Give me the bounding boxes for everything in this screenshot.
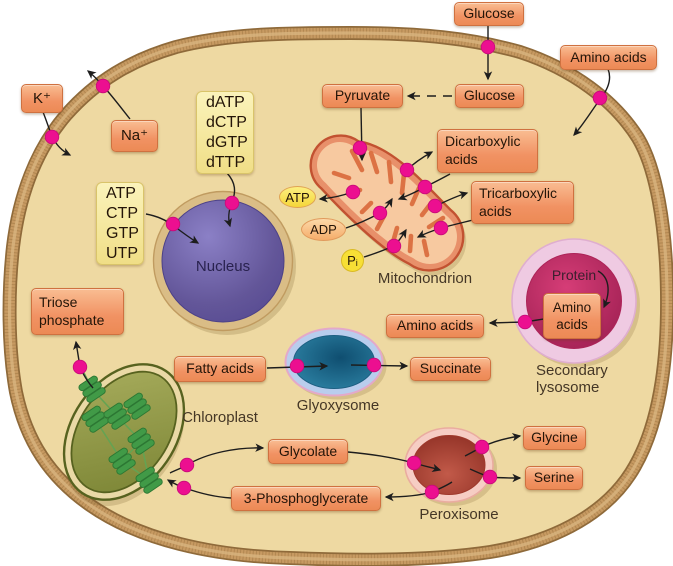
transporter-dots bbox=[44, 39, 608, 500]
metabolite-box-glycine: Glycine bbox=[523, 426, 586, 450]
transporter-dot bbox=[179, 457, 195, 473]
transporter-dot bbox=[372, 205, 388, 221]
label-mitochondrion: Mitochondrion bbox=[377, 270, 473, 287]
transporter-dot bbox=[482, 469, 498, 485]
transporter-dot bbox=[352, 140, 368, 156]
energy-pi: Pᵢ bbox=[341, 249, 364, 272]
transporter-dot bbox=[72, 359, 88, 375]
metabolite-box-serine: Serine bbox=[525, 466, 583, 490]
label-protein: Protein bbox=[551, 266, 597, 283]
metabolite-box-amino-acids-lysosome: Amino acids bbox=[543, 293, 601, 339]
transporter-dot bbox=[433, 220, 449, 236]
metabolite-box-dicarboxylic-acids: Dicarboxylic acids bbox=[437, 129, 538, 173]
ion-box-sodium: Na⁺ bbox=[111, 120, 158, 152]
ion-box-potassium: K⁺ bbox=[21, 84, 63, 113]
metabolite-box-3-phosphoglycerate: 3-Phosphoglycerate bbox=[231, 486, 381, 511]
nucleotide-box-ribonucleotides: ATP CTP GTP UTP bbox=[96, 182, 144, 265]
transporter-dot bbox=[345, 184, 361, 200]
transporter-dot bbox=[165, 216, 181, 232]
label-nucleus: Nucleus bbox=[195, 258, 251, 275]
label-peroxisome: Peroxisome bbox=[419, 505, 499, 523]
metabolite-box-tricarboxylic-acids: Tricarboxylic acids bbox=[471, 181, 574, 224]
metabolite-box-fatty-acids: Fatty acids bbox=[174, 356, 266, 382]
label-glyoxysome: Glyoxysome bbox=[296, 396, 380, 414]
metabolite-box-amino-acids-cytosol: Amino acids bbox=[386, 314, 484, 338]
nucleotide-box-deoxyribonucleotides: dATP dCTP dGTP dTTP bbox=[196, 91, 254, 174]
transporter-dot bbox=[417, 179, 433, 195]
transporter-dot bbox=[424, 484, 440, 500]
label-chloroplast: Chloroplast bbox=[182, 408, 258, 426]
energy-adp: ADP bbox=[301, 218, 346, 241]
metabolite-box-glycolate: Glycolate bbox=[268, 439, 348, 464]
transporter-dot bbox=[176, 480, 192, 496]
transporter-dot bbox=[427, 198, 443, 214]
transporter-dot bbox=[289, 358, 305, 374]
transporter-dot bbox=[406, 455, 422, 471]
metabolite-box-succinate: Succinate bbox=[410, 357, 491, 381]
chloroplast bbox=[62, 363, 186, 507]
metabolite-box-glucose-cytosol: Glucose bbox=[455, 84, 524, 108]
label-secondary-lysosome: Secondary lysosome bbox=[536, 362, 608, 396]
metabolite-box-glucose-extracellular: Glucose bbox=[454, 2, 524, 26]
metabolite-box-amino-acids-extracellular: Amino acids bbox=[560, 45, 657, 70]
transporter-dot bbox=[399, 162, 415, 178]
transporter-dot bbox=[386, 238, 402, 254]
transporter-dot bbox=[517, 314, 533, 330]
transporter-dot bbox=[366, 357, 382, 373]
transporter-dot bbox=[474, 439, 490, 455]
transporter-dot bbox=[480, 39, 496, 55]
grana bbox=[78, 375, 163, 494]
metabolite-box-pyruvate: Pyruvate bbox=[322, 84, 403, 108]
transporter-dot bbox=[592, 90, 608, 106]
transporter-dot bbox=[224, 195, 240, 211]
arrow-protein-to-amino-acids bbox=[597, 270, 611, 309]
metabolite-box-triose-phosphate: Triose phosphate bbox=[31, 288, 124, 335]
nucleus bbox=[152, 190, 296, 335]
energy-atp: ATP bbox=[279, 186, 316, 208]
transporter-dot bbox=[44, 129, 60, 145]
transporter-dot bbox=[95, 78, 111, 94]
glyoxysome bbox=[284, 327, 387, 400]
